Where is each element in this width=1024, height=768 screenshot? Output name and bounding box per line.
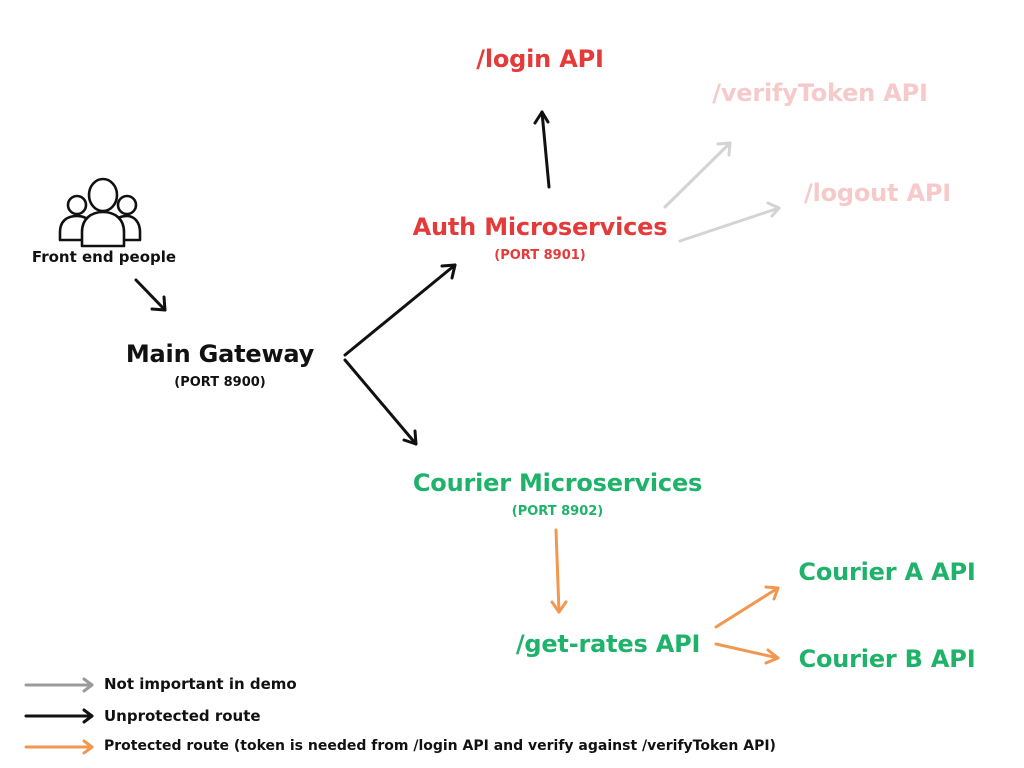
legend-not-important: Not important in demo (104, 675, 297, 693)
arrow-auth-to-login (533, 110, 551, 189)
legend-unprotected: Unprotected route (104, 707, 261, 725)
courier-port: (PORT 8902) (511, 504, 604, 519)
legend-protected: Protected route (token is needed from /l… (104, 738, 776, 754)
not-important-arrows (663, 141, 781, 243)
front-end-label: Front end people (31, 248, 177, 266)
legend-swatches (24, 677, 94, 755)
arrow-rates-to-courier-b (714, 642, 780, 665)
unprotected-arrows (134, 110, 551, 446)
login-api-label: /login API (476, 45, 604, 73)
arrow-auth-to-verify (663, 141, 732, 209)
legend-swatch-orange (24, 739, 94, 755)
auth-title: Auth Microservices (412, 213, 668, 241)
verify-token-api-label: /verifyToken API (712, 79, 928, 107)
arrow-courier-to-rates (550, 528, 568, 614)
arrow-auth-to-logout (678, 201, 781, 243)
arrow-gateway-to-auth (343, 263, 457, 357)
courier-title: Courier Microservices (412, 469, 703, 497)
gateway-title: Main Gateway (125, 340, 315, 368)
legend-swatch-black (24, 708, 94, 724)
courier-b-api-label: Courier B API (798, 645, 976, 673)
logout-api-label: /logout API (804, 179, 951, 207)
auth-port: (PORT 8901) (494, 248, 586, 263)
courier-a-api-label: Courier A API (798, 558, 976, 586)
arrow-frontend-to-gateway (134, 278, 167, 312)
arrow-rates-to-courier-a (714, 585, 780, 629)
users-group-icon (58, 177, 142, 248)
protected-arrows (550, 528, 780, 665)
legend-swatch-gray (24, 677, 94, 693)
arrow-gateway-to-courier (343, 358, 418, 446)
gateway-port: (PORT 8900) (174, 375, 266, 390)
get-rates-api-label: /get-rates API (515, 630, 701, 658)
